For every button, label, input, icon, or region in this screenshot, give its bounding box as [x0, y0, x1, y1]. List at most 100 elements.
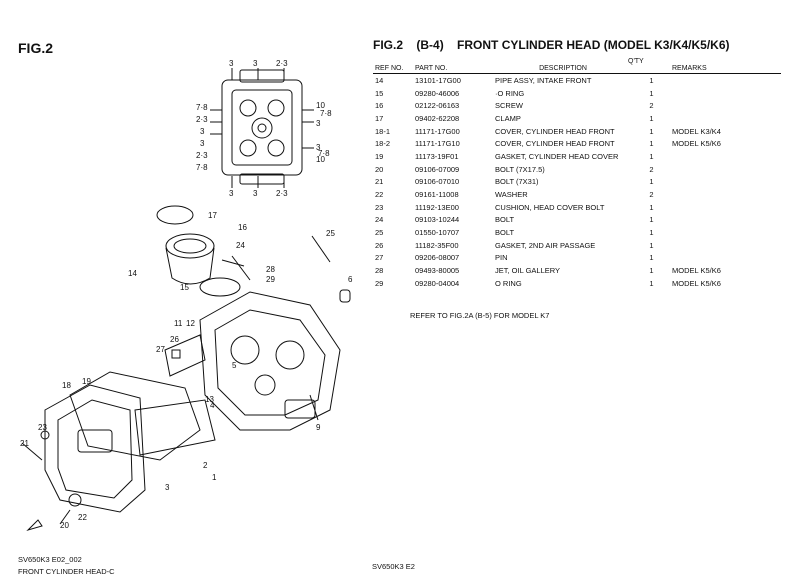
- remarks-cell: [670, 74, 781, 87]
- callout-label: 16: [238, 223, 247, 232]
- remarks-column-header: REMARKS: [670, 64, 781, 74]
- qty-cell: 2: [649, 101, 654, 111]
- remarks-cell: [670, 201, 781, 214]
- callout-label: 25: [326, 229, 335, 238]
- cylinder-head-top-view: [210, 68, 314, 188]
- callout-label: 3: [165, 483, 170, 492]
- part-number-cell: 09206-08007: [415, 253, 460, 263]
- header-title: FRONT CYLINDER HEAD (MODEL K3/K4/K5/K6): [457, 38, 730, 52]
- part-number-cell: 09106-07010: [415, 177, 460, 187]
- cushion-23: [40, 430, 50, 440]
- page-header: FIG.2 (B-4) FRONT CYLINDER HEAD (MODEL K…: [373, 38, 740, 52]
- callout-label: 2·3: [196, 115, 208, 124]
- cylinder-head-block: [199, 291, 341, 431]
- part-number-cell: 09280-46006: [415, 88, 460, 98]
- description-cell: CLAMP: [495, 113, 521, 123]
- ref-cell: 18-1: [375, 126, 391, 136]
- callout-label: 2·3: [276, 189, 288, 198]
- qty-cell: 1: [649, 88, 654, 98]
- footer-caption: FRONT CYLINDER HEAD-C: [18, 567, 115, 576]
- ref-cell: 25: [375, 228, 384, 238]
- callout-label: 29: [266, 275, 275, 284]
- ref-cell: 17: [375, 113, 384, 123]
- qty-cell: 1: [649, 253, 654, 263]
- part-number-cell: 11173-19F01: [415, 151, 459, 161]
- callout-label: 20: [60, 521, 69, 530]
- qty-column-spacer: [633, 64, 670, 74]
- remarks-cell: MODEL K5/K6: [672, 266, 721, 276]
- part-number-cell: 11192-13E00: [415, 202, 459, 212]
- qty-cell: 1: [649, 126, 654, 136]
- remarks-cell: [670, 188, 781, 201]
- remarks-cell: MODEL K3/K4: [672, 126, 721, 136]
- qty-cell: 2: [649, 164, 654, 174]
- callout-label: 5: [232, 361, 237, 370]
- callout-label: 2·3: [196, 151, 208, 160]
- callout-label: 7·8: [318, 149, 330, 158]
- reference-note: REFER TO FIG.2A (B-5) FOR MODEL K7: [410, 311, 550, 320]
- callout-label: 17: [208, 211, 217, 220]
- ref-cell: 16: [375, 101, 384, 111]
- part-number-cell: 13101-17G00: [415, 75, 461, 85]
- ref-cell: 26: [375, 240, 384, 250]
- callout-label: 3: [229, 59, 234, 68]
- remarks-cell: MODEL K5/K6: [672, 278, 721, 288]
- pin-6: [339, 289, 351, 303]
- description-cell: COVER, CYLINDER HEAD FRONT: [495, 139, 615, 149]
- description-cell: BOLT (7X31): [495, 177, 539, 187]
- ref-column-header: REF NO.: [373, 64, 413, 74]
- remarks-cell: [670, 226, 781, 239]
- bolt-25: [311, 235, 331, 263]
- diagram-callouts: 3 3 2·3 3 7·8 2·3 3 3 2·3 7·8 3 2·3 10 7…: [20, 59, 353, 530]
- callout-label: 13: [205, 395, 214, 404]
- ref-cell: 19: [375, 151, 384, 161]
- qty-cell: 1: [649, 215, 654, 225]
- bolt-24: [231, 255, 251, 281]
- part-column-header: PART NO.: [413, 64, 493, 74]
- remarks-cell: [670, 214, 781, 227]
- callout-label: 24: [236, 241, 245, 250]
- table-row: 18-1 11171-17G00 COVER, CYLINDER HEAD FRON…: [373, 125, 781, 138]
- front-arrow-icon: [26, 519, 43, 532]
- part-number-cell: 11171-17G00: [415, 126, 460, 136]
- callout-label: 26: [170, 335, 179, 344]
- callout-label: 28: [266, 265, 275, 274]
- remarks-cell: [670, 239, 781, 252]
- remarks-cell: [670, 252, 781, 265]
- header-fig: FIG.2: [373, 38, 404, 52]
- callout-label: 12: [186, 319, 195, 328]
- ref-cell: 18-2: [375, 139, 391, 149]
- part-number-cell: 09280-04004: [415, 278, 460, 288]
- o-ring-part: [199, 277, 241, 297]
- bolt-9: [309, 394, 319, 421]
- ref-cell: 29: [375, 278, 384, 288]
- callout-label: 2: [203, 461, 208, 470]
- camshaft-part: [134, 399, 216, 456]
- remarks-cell: MODEL K5/K6: [672, 139, 721, 149]
- table-row: 19 11173-19F01 GASKET, CYLINDER HEAD COVER…: [373, 150, 781, 163]
- ref-cell: 28: [375, 266, 384, 276]
- ref-cell: 23: [375, 202, 384, 212]
- description-cell: COVER, CYLINDER HEAD FRONT: [495, 126, 615, 136]
- callout-label: 7·8: [320, 109, 332, 118]
- callout-label: 22: [78, 513, 87, 522]
- footer-model: SV650K3 E2: [372, 562, 415, 571]
- exploded-parts-diagram: 3 3 2·3 3 7·8 2·3 3 3 2·3 7·8 3 2·3 10 7…: [20, 59, 353, 532]
- part-number-cell: 09161-11008: [415, 190, 459, 200]
- qty-cell: 1: [649, 278, 654, 288]
- bolt-21: [21, 442, 43, 461]
- description-cell: GASKET, CYLINDER HEAD COVER: [495, 151, 619, 161]
- callout-label: 9: [316, 423, 321, 432]
- part-number-cell: 09103-10244: [415, 215, 460, 225]
- qty-cell: 2: [649, 190, 654, 200]
- callout-label: 21: [20, 439, 29, 448]
